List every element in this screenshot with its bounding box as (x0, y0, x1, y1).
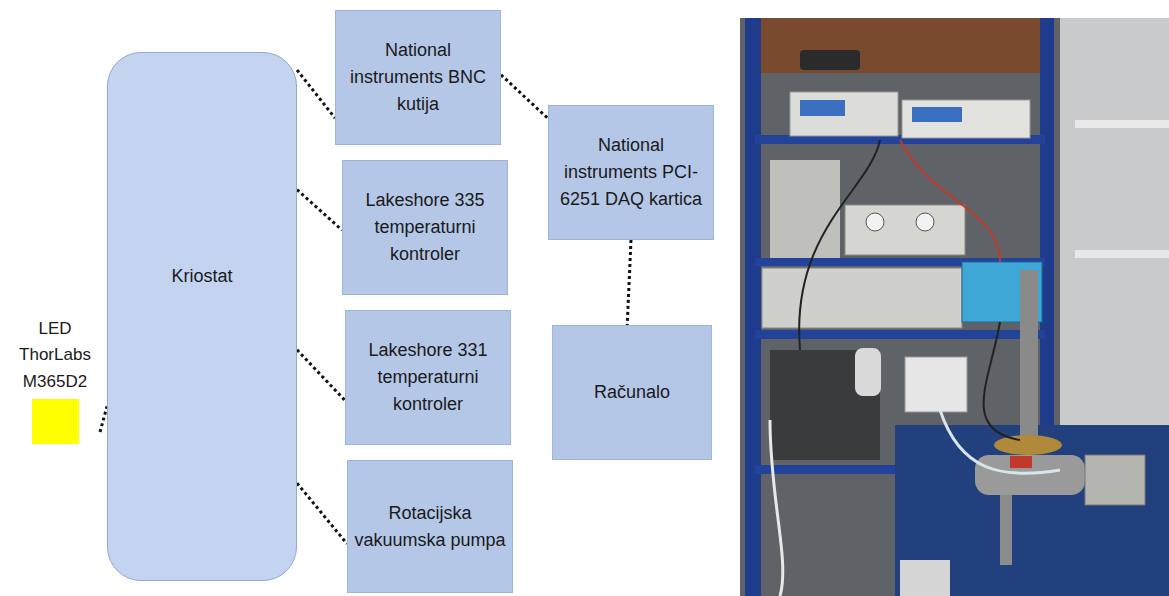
temperature-controller (790, 92, 898, 136)
bag (800, 50, 860, 70)
rack-post (1040, 18, 1054, 488)
dotted-connector (297, 70, 335, 118)
foil-wrap (900, 560, 950, 596)
cryostat-box: Kriostat (107, 52, 297, 581)
led-driver (905, 357, 967, 412)
rack-post (745, 18, 761, 596)
dotted-connector (501, 75, 548, 119)
dotted-connector (627, 240, 631, 325)
wooden-shelf (755, 18, 1045, 73)
instrument-box: Lakeshore 335 temperaturni kontroler (342, 160, 508, 295)
display (912, 107, 962, 122)
white-shelf (1075, 250, 1169, 258)
node-label: National instruments BNC kutija (336, 37, 500, 118)
white-shelf (1075, 120, 1169, 128)
instrument-box: National instruments PCI-6251 DAQ kartic… (548, 105, 714, 240)
node-label: Kriostat (165, 263, 238, 290)
hose (940, 410, 1060, 473)
lock-in-amplifier (762, 268, 962, 328)
foil-wrap (855, 348, 881, 396)
blue-table (895, 425, 1169, 596)
rack-shelf (755, 465, 905, 474)
dotted-connector (100, 406, 107, 432)
instrument-box: Lakeshore 331 temperaturni kontroler (345, 310, 511, 445)
cryostat-flange (994, 435, 1062, 455)
node-label: LED ThorLabs M365D2 (10, 316, 100, 395)
display (800, 100, 845, 116)
dotted-connector (297, 350, 345, 401)
led-source: LED ThorLabs M365D2 (10, 316, 100, 461)
node-label: Lakeshore 331 temperaturni kontroler (346, 337, 510, 418)
valve-body (1085, 455, 1145, 505)
instrument-box: Rotacijska vakuumska pumpa (347, 460, 513, 593)
temperature-controller (902, 100, 1030, 138)
instrument-box: National instruments BNC kutija (335, 10, 501, 145)
cable (900, 140, 1000, 262)
instrument-box: Računalo (552, 325, 712, 460)
cable (770, 420, 783, 596)
led-symbol (32, 399, 79, 444)
power-supply (845, 205, 965, 255)
node-label: National instruments PCI-6251 DAQ kartic… (549, 132, 713, 213)
dotted-connector (297, 483, 347, 544)
shelf-items (770, 160, 840, 258)
meter (866, 213, 884, 231)
dotted-connector (297, 190, 342, 231)
cable (799, 140, 880, 350)
node-label: Računalo (588, 379, 676, 406)
node-label: Lakeshore 335 temperaturni kontroler (343, 187, 507, 268)
cable (984, 322, 1020, 440)
support-rod (1000, 495, 1012, 565)
cryostat-tube (1020, 270, 1038, 440)
node-label: Rotacijska vakuumska pumpa (348, 500, 512, 554)
vacuum-chamber (975, 455, 1085, 495)
valve-handle (1010, 456, 1032, 468)
photo-background (740, 18, 1169, 596)
meter (916, 213, 934, 231)
